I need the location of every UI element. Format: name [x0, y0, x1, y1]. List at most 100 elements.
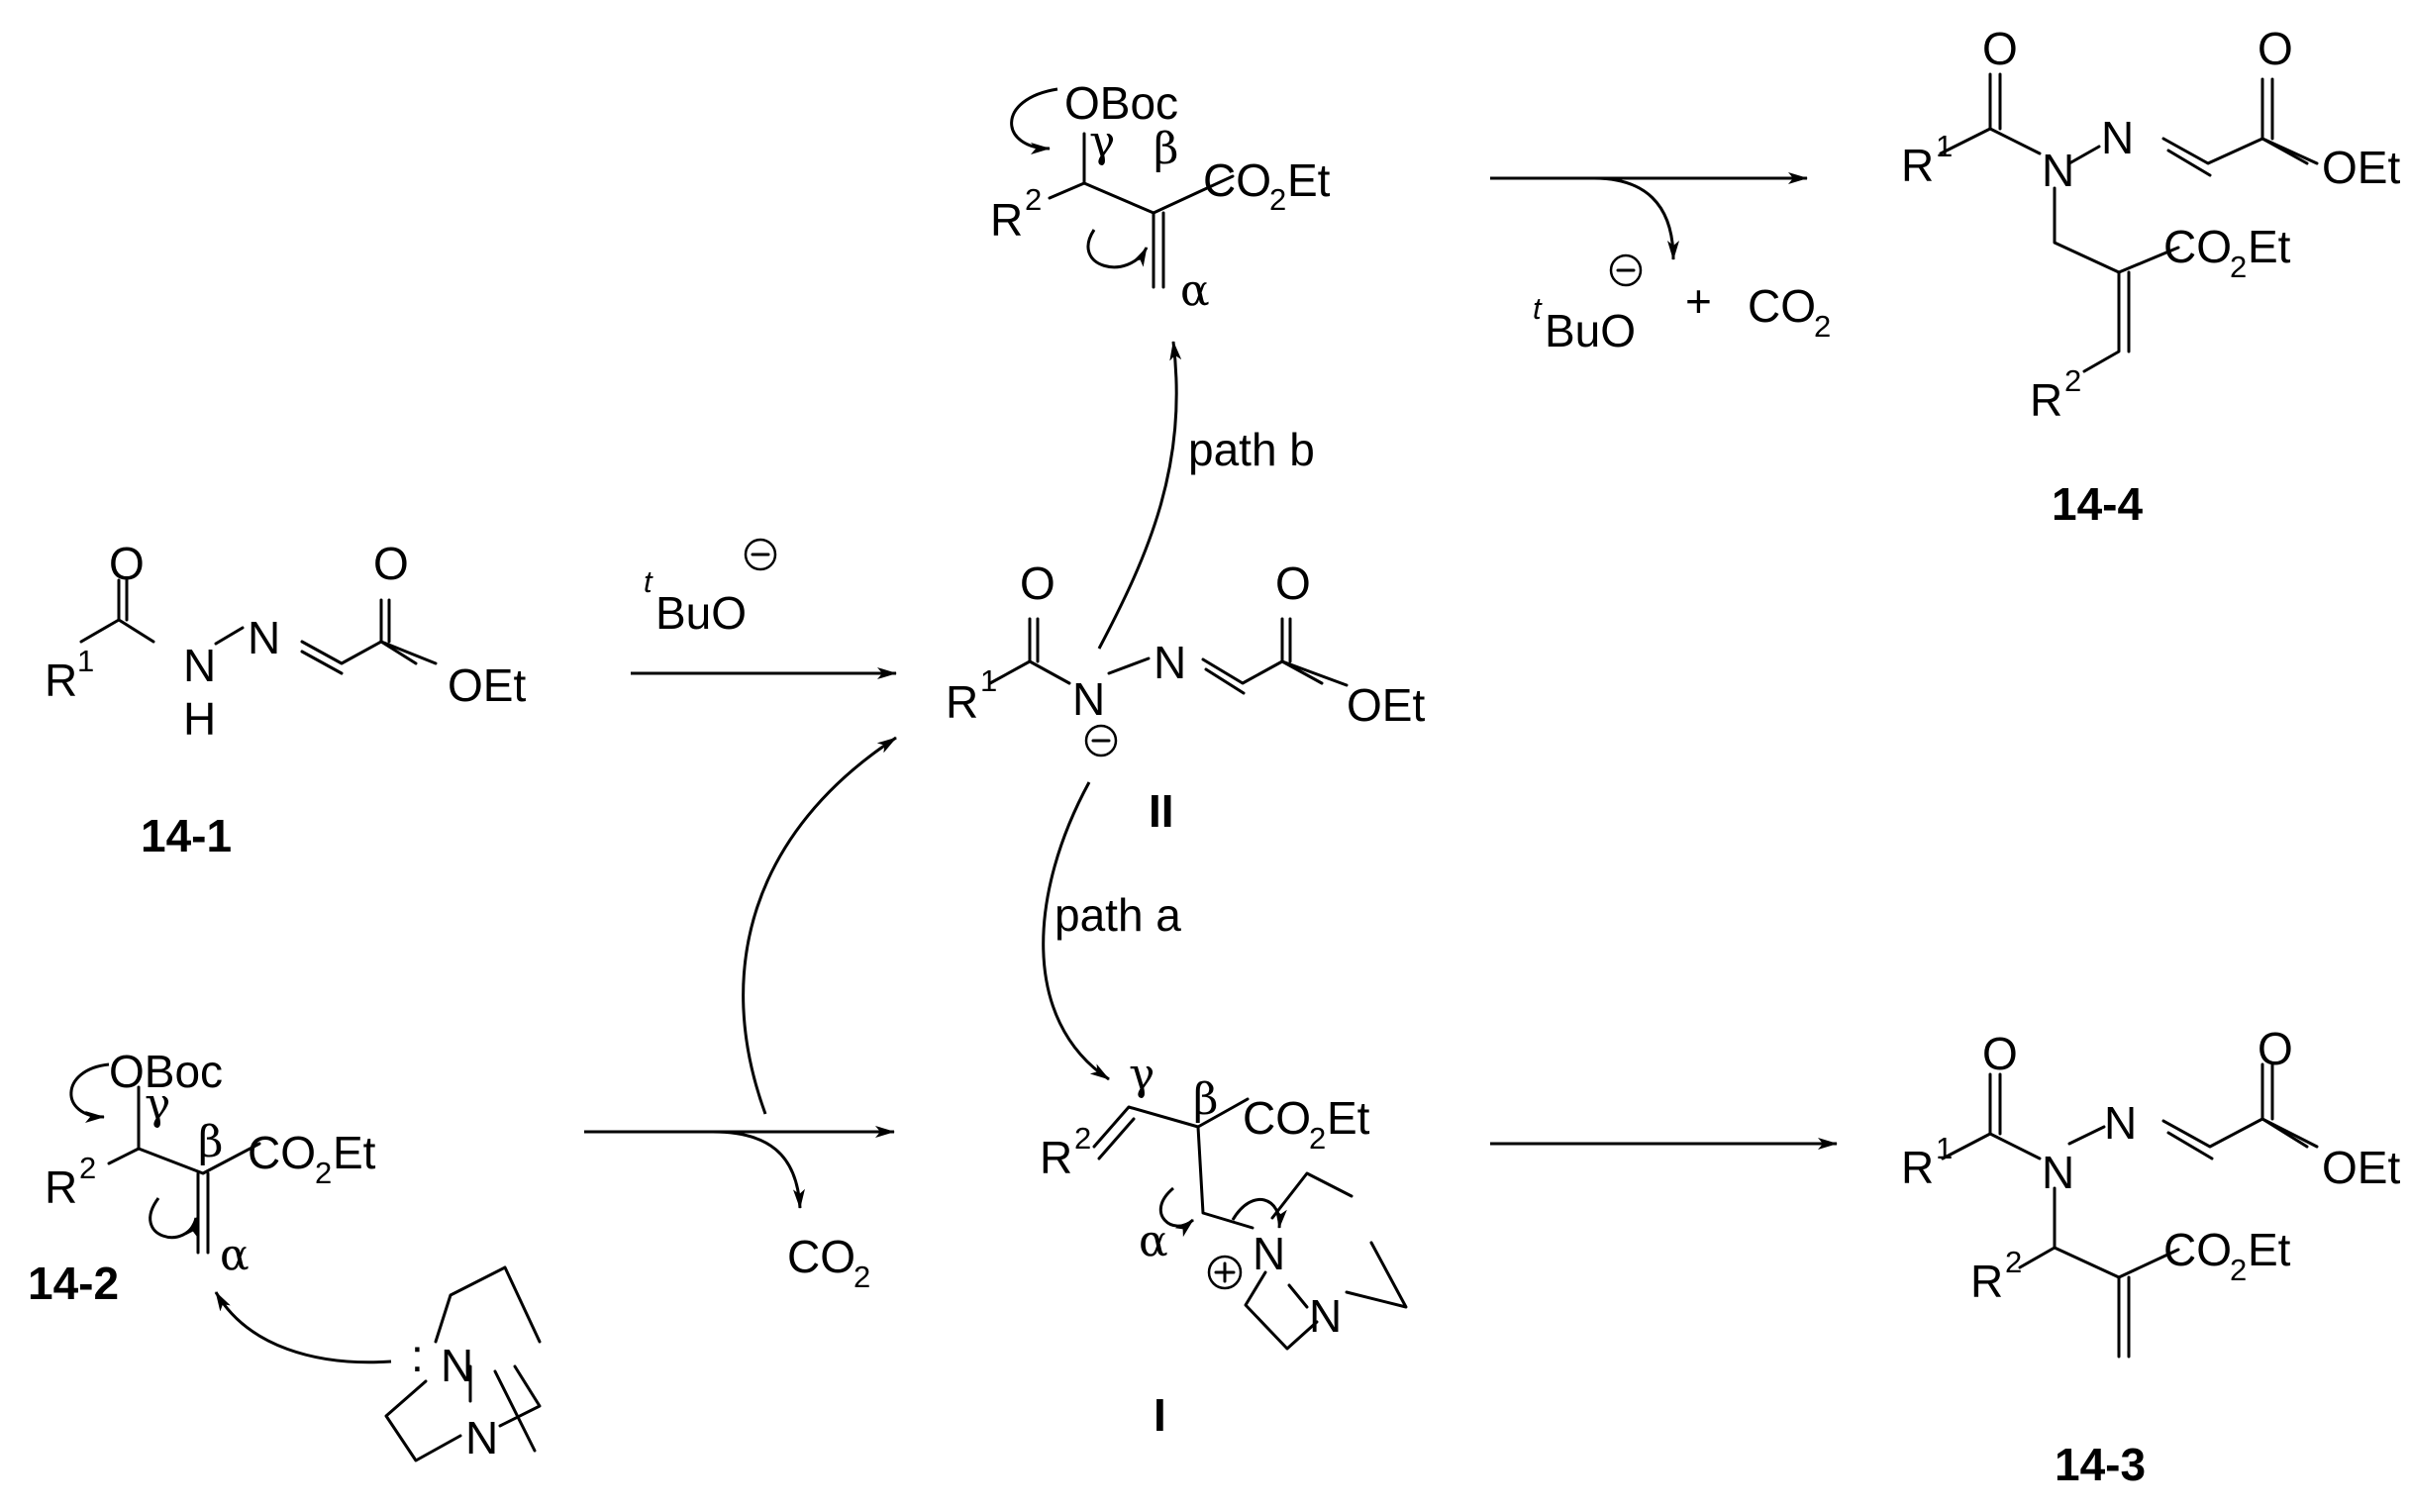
- co2et-et: Et: [2248, 1224, 2291, 1275]
- r-superscript-2: 2: [2064, 363, 2081, 398]
- intermediate-label-I: I: [1154, 1389, 1166, 1441]
- dabco-nucleophile: N N :: [214, 1265, 542, 1463]
- dabco-n1: N: [441, 1340, 473, 1391]
- r-superscript: 2: [1074, 1121, 1091, 1156]
- co2et-sub: 2: [2230, 250, 2247, 284]
- r-superscript: 1: [1936, 129, 1953, 163]
- alpha-label: α: [1180, 265, 1210, 316]
- beta-label: β: [198, 1117, 223, 1167]
- r-label: R: [990, 194, 1023, 246]
- r-label: R: [1901, 1142, 1934, 1193]
- compound-14-2: OBoc γ β CO 2 Et R 2 α 14-2: [28, 1046, 376, 1309]
- beta-label: β: [1193, 1074, 1218, 1125]
- tbuo-t: t: [644, 564, 653, 599]
- compound-label-14-4: 14-4: [2052, 478, 2143, 530]
- compound-14-3: R 1 O N N O OEt CO 2 Et R 2 14-3: [1901, 1023, 2400, 1490]
- r-label: R: [45, 1161, 77, 1213]
- beta-label: β: [1154, 124, 1178, 174]
- r-label: R: [1040, 1132, 1072, 1183]
- co2et-et: Et: [1327, 1092, 1370, 1144]
- r-label: R: [45, 655, 77, 706]
- r-superscript: 2: [1025, 182, 1042, 217]
- co2et-co: CO: [2163, 221, 2232, 272]
- co2et-sub: 2: [1309, 1121, 1326, 1156]
- nh-hydrogen: H: [183, 693, 216, 745]
- co2et-et: Et: [1287, 154, 1331, 206]
- compound-14-4: R 1 O N N O OEt CO 2 Et R 2 14-4: [1901, 23, 2400, 530]
- imine-nitrogen: N: [1154, 637, 1186, 688]
- r-superscript: 1: [77, 644, 94, 678]
- ester-oet: OEt: [2322, 142, 2400, 193]
- gamma-label: γ: [1129, 1050, 1154, 1100]
- ester-carbonyl-o: O: [1275, 557, 1311, 609]
- carbonyl-o: O: [109, 538, 145, 589]
- allylic-carbonate-top: OBoc γ β CO 2 Et R 2 α: [990, 77, 1331, 316]
- co2-c: CO: [1748, 280, 1816, 332]
- n1: N: [2042, 145, 2074, 196]
- co2et-et: Et: [2248, 221, 2291, 272]
- co2et-et: Et: [333, 1127, 376, 1178]
- anionic-nitrogen: N: [1072, 673, 1105, 725]
- r-label-2: R: [1970, 1256, 2003, 1307]
- compound-label-14-1: 14-1: [141, 810, 232, 861]
- dabco-n2: N: [465, 1412, 498, 1463]
- gamma-label: γ: [145, 1079, 170, 1130]
- alpha-label: α: [1139, 1216, 1168, 1266]
- co2et-co: CO: [1203, 154, 1271, 206]
- r-label: R: [946, 676, 978, 728]
- r-label-2: R: [2030, 374, 2062, 426]
- n2: N: [2101, 112, 2134, 163]
- co2-c: CO: [787, 1231, 855, 1282]
- lone-pair: :: [411, 1330, 424, 1381]
- gamma-label: γ: [1089, 117, 1115, 167]
- co2et-sub: 2: [1269, 182, 1286, 217]
- co2et-co: CO: [2163, 1224, 2232, 1275]
- oboc: OBoc: [1064, 77, 1178, 129]
- compound-label-14-2: 14-2: [28, 1258, 119, 1309]
- carbonyl-o: O: [1982, 23, 2018, 74]
- r-label: R: [1901, 140, 1934, 191]
- co2et-sub: 2: [315, 1156, 332, 1190]
- arrow-14-2-to-I: CO 2: [584, 736, 897, 1294]
- ester-oet: OEt: [2322, 1142, 2400, 1193]
- intermediate-II: R 1 O N N O OEt II: [946, 557, 1425, 837]
- co2-sub: 2: [1814, 309, 1831, 344]
- path-a-label: path a: [1054, 889, 1181, 941]
- ester-carbonyl-o: O: [2258, 1023, 2293, 1074]
- n1: N: [2042, 1147, 2074, 1198]
- compound-label-14-3: 14-3: [2055, 1439, 2146, 1490]
- arrow-14-1-to-II: t BuO: [631, 538, 897, 679]
- nh-nitrogen: N: [183, 640, 216, 691]
- co2et-co: CO: [1243, 1092, 1311, 1144]
- tbuo-text: BuO: [1545, 305, 1636, 356]
- dabco-n2: N: [1309, 1290, 1342, 1342]
- r-superscript: 1: [980, 663, 997, 698]
- arrow-to-14-4: t BuO + CO 2: [1490, 172, 1831, 356]
- ester-carbonyl-o: O: [2258, 23, 2293, 74]
- n2: N: [2104, 1097, 2137, 1149]
- ester-carbonyl-o: O: [373, 538, 409, 589]
- intermediate-I: γ β CO 2 Et R 2 α N N I: [1040, 1050, 1408, 1441]
- r-superscript-2: 2: [2005, 1245, 2022, 1279]
- co2-sub: 2: [853, 1260, 870, 1294]
- plus-sign: +: [1685, 275, 1712, 327]
- co2et-co: CO: [248, 1127, 316, 1178]
- co2et-sub: 2: [2230, 1253, 2247, 1287]
- carbonyl-o: O: [1020, 557, 1055, 609]
- tbuo-text: BuO: [655, 587, 747, 639]
- ester-oet: OEt: [1347, 679, 1425, 731]
- ester-oet: OEt: [448, 659, 526, 711]
- tbuo-t: t: [1533, 291, 1543, 326]
- alpha-label: α: [220, 1230, 250, 1280]
- ammonium-n: N: [1253, 1228, 1285, 1279]
- r-superscript: 1: [1936, 1131, 1953, 1165]
- path-b-label: path b: [1188, 424, 1315, 475]
- intermediate-label-II: II: [1149, 785, 1174, 837]
- carbonyl-o: O: [1982, 1028, 2018, 1079]
- oboc: OBoc: [109, 1046, 223, 1097]
- compound-14-1: R 1 O N H N O OEt 14-1: [45, 538, 526, 861]
- imine-nitrogen: N: [248, 612, 280, 663]
- r-superscript: 2: [79, 1151, 96, 1185]
- arrow-path-a: path a: [1042, 781, 1181, 1081]
